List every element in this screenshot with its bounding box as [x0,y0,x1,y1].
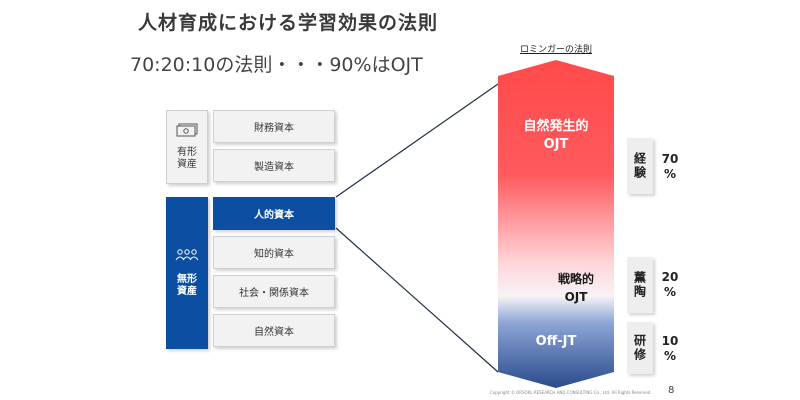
lominger-arrow-shape [498,60,614,388]
page-subtitle: 70:20:10の法則・・・90%はOJT [130,54,423,76]
percent-sign: % [663,349,677,363]
breakdown-label-mentoring: 薫陶 [627,257,653,313]
connector-line-top [335,83,499,198]
breakdown-percent-mentoring: 20 % [659,270,681,300]
cash-icon [176,123,198,141]
natural-ojt-label: 自然発生的 OJT [498,118,614,154]
category-intangible-label-2: 資産 [177,286,197,297]
percent-sign: % [663,285,677,299]
natural-ojt-line-1: 自然発生的 [523,119,589,134]
page-title: 人材育成における学習効果の法則 [138,12,439,34]
asset-item-label: 自然資本 [254,327,294,338]
off-jt-label: Off-JT [535,334,577,349]
asset-item-human-capital: 人的資本 [213,197,335,230]
breakdown-label-training: 研修 [627,322,653,374]
breakdown-percent-experience: 70 % [659,152,681,182]
asset-item-intellectual: 知的資本 [213,236,335,269]
category-tangible: 有形 資産 [166,110,208,184]
category-tangible-label-2: 資産 [177,159,197,170]
percent-value: 20 [661,270,679,284]
asset-item-social-relationship: 社会・関係資本 [213,275,335,308]
connector-line-bottom [335,227,499,373]
asset-item-label: 社会・関係資本 [239,288,309,299]
percent-value: 10 [661,334,679,348]
strategic-ojt-line-1: 戦略的 [557,272,594,286]
percent-value: 70 [661,152,679,166]
asset-item-label: 製造資本 [254,162,294,173]
asset-item-label: 人的資本 [254,210,294,221]
asset-item-label: 知的資本 [254,249,294,260]
strategic-ojt-label: 戦略的 OJT [540,270,612,306]
breakdown-label-experience: 経験 [627,138,653,194]
breakdown-percent-training: 10 % [659,334,681,364]
strategic-ojt-line-2: OJT [564,290,588,304]
copyright-text: Copyright © ORSOKL RESEARCH AND CONSULTI… [490,390,652,395]
natural-ojt-line-2: OJT [543,137,569,152]
category-intangible-label-1: 無形 [177,274,197,285]
percent-sign: % [663,167,677,181]
asset-item-manufactured: 製造資本 [213,149,335,182]
asset-item-label: 財務資本 [254,123,294,134]
category-intangible: 無形 資産 [166,197,208,349]
page-number: 8 [668,385,675,396]
asset-item-financial: 財務資本 [213,110,335,143]
people-icon [175,248,199,266]
lominger-caption: ロミンガーの法則 [519,45,592,55]
category-tangible-label-1: 有形 [177,147,197,158]
asset-item-natural: 自然資本 [213,314,335,347]
